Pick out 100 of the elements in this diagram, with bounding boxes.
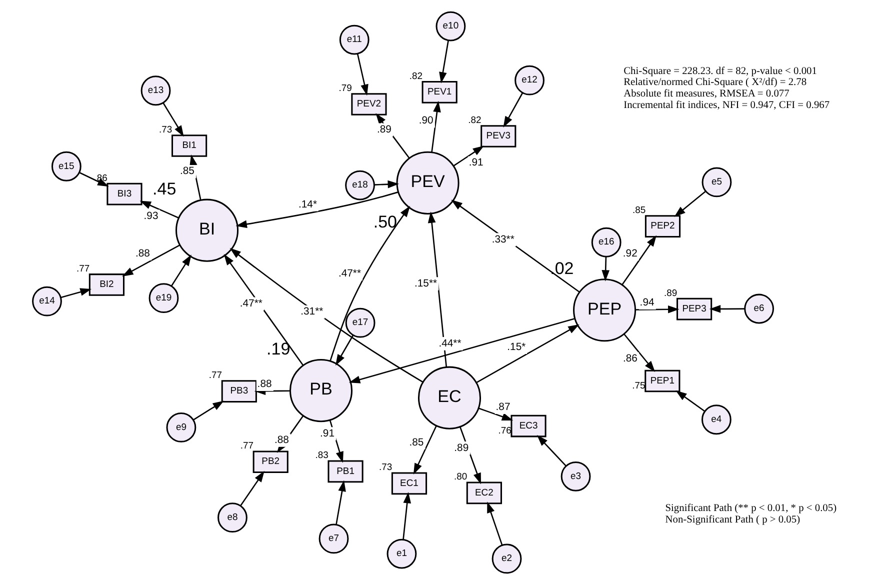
arrow <box>60 288 91 298</box>
node-label: .77 <box>240 440 254 452</box>
edge-label: .47** <box>338 268 361 280</box>
node-label: .79 <box>338 82 352 94</box>
node-box: EC2 <box>466 482 502 504</box>
node-circle: e4 <box>700 404 731 435</box>
node-circle: e9 <box>166 412 196 442</box>
arrow <box>328 420 343 463</box>
node-circle: e10 <box>435 11 466 42</box>
node-box: PB1 <box>327 460 363 483</box>
edge-label: .89 <box>376 124 391 136</box>
arrow <box>536 434 566 466</box>
arrow <box>240 470 264 506</box>
arrow <box>189 154 201 200</box>
arrow <box>450 200 580 292</box>
edge-label: .15** <box>414 278 437 290</box>
node-box: BI3 <box>106 182 142 206</box>
arrow <box>675 390 705 412</box>
node-box: PEP2 <box>644 215 680 238</box>
edge-label: .44** <box>438 338 461 350</box>
edge-label: .85 <box>408 437 424 448</box>
edge-label: .88 <box>256 379 272 390</box>
node-circle: e11 <box>338 24 369 55</box>
arrow <box>78 172 108 187</box>
arrow <box>329 206 410 362</box>
node-box: BI2 <box>88 274 124 296</box>
node-circle: e18 <box>344 170 374 200</box>
node-label: .19 <box>266 339 290 358</box>
node-circle: e8 <box>217 502 247 533</box>
arrow <box>170 254 191 286</box>
arrow <box>438 40 448 84</box>
edge-label: .92 <box>622 248 637 260</box>
node-circle: e19 <box>148 283 178 314</box>
edge-label: .91 <box>320 428 334 440</box>
edge-label: .86 <box>622 354 637 365</box>
node-circle: PB <box>288 359 352 422</box>
node-label: .82 <box>468 114 481 126</box>
node-circle: e1 <box>386 538 416 569</box>
node-label: .45 <box>152 179 176 198</box>
edge-label: .89 <box>454 442 468 454</box>
node-circle: e15 <box>50 151 81 182</box>
node-label: .02 <box>550 259 574 278</box>
node-circle: e16 <box>590 227 621 258</box>
edge-label: .93 <box>143 210 158 222</box>
arrow <box>458 426 480 484</box>
arrow <box>334 334 354 366</box>
arrow <box>139 200 178 218</box>
arrow <box>430 100 440 152</box>
label: Chi-Square = 228.23. df = 82, p-value < 0.001 <box>623 66 816 77</box>
node-box: PEV3 <box>480 125 516 148</box>
node-circle: PEV <box>396 151 459 214</box>
arrow <box>223 254 303 366</box>
edge-label: .90 <box>418 116 433 127</box>
edge-label: .31** <box>300 306 323 318</box>
arrow <box>674 190 706 217</box>
node-circle: e12 <box>514 65 544 96</box>
node-circle: e14 <box>32 286 62 316</box>
edge-label: .91 <box>468 158 483 169</box>
arrow <box>192 400 224 420</box>
node-label: .77 <box>76 263 90 274</box>
label: Relative/normed Chi-Square ( X²/df) = 2.78 <box>623 77 806 88</box>
node-box: EC1 <box>390 472 427 495</box>
node-circle: e3 <box>560 461 590 492</box>
arrow <box>348 318 574 384</box>
edge-label: .94 <box>639 298 654 309</box>
node-box: EC3 <box>510 414 546 438</box>
arrow <box>502 92 523 128</box>
label: Incremental fit indices, NFI = 0.947, CFI = 0.967 <box>623 100 830 111</box>
arrow <box>452 146 484 166</box>
node-circle: e7 <box>318 524 348 554</box>
label: Absolute fit measures, RMSEA = 0.077 <box>623 88 789 100</box>
node-label: .82 <box>408 70 422 82</box>
node-circle: BI <box>174 198 238 262</box>
node-box: BI1 <box>171 134 207 157</box>
edge-label: .47** <box>239 298 262 310</box>
node-box: PEV2 <box>350 93 386 116</box>
node-label: .83 <box>314 450 328 462</box>
node-circle: PEP <box>572 278 636 342</box>
node-label: .50 <box>372 212 397 232</box>
arrow <box>708 305 744 313</box>
arrow <box>122 244 180 276</box>
arrow <box>601 256 610 282</box>
node-box: PB3 <box>220 380 256 402</box>
arrow <box>374 180 398 188</box>
edge-label: .33** <box>491 234 514 246</box>
node-circle: e13 <box>140 76 170 106</box>
node-box: PEP3 <box>676 298 712 320</box>
node-label: .73 <box>378 462 392 474</box>
node-label: .80 <box>453 472 467 483</box>
arrow <box>476 324 579 384</box>
arrow <box>412 426 436 474</box>
legend-label: Significant Path (** p < 0.01, * p < 0.05) <box>664 503 836 514</box>
node-label: .73 <box>158 124 172 136</box>
arrow <box>335 480 346 525</box>
edge-label: .87 <box>495 402 510 414</box>
edge-label: .15* <box>506 342 526 353</box>
arrow <box>402 492 411 540</box>
arrow <box>162 102 184 137</box>
node-label: .85 <box>632 205 646 216</box>
arrow <box>634 305 679 314</box>
